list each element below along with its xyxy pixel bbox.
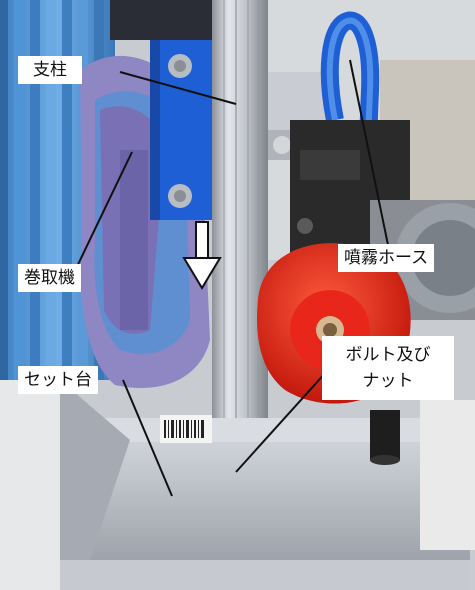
label-spray-hose-text: 噴霧ホース (344, 248, 429, 268)
black-pipe (370, 410, 400, 465)
mounting-bracket (150, 40, 218, 220)
pump-body (290, 120, 475, 320)
label-pillar-text: 支柱 (33, 60, 67, 80)
label-bolt-nut: ボルト及び ナット (322, 336, 454, 400)
label-set-base-text: セット台 (24, 370, 92, 390)
reel-flange (80, 55, 210, 388)
label-spray-hose: 噴霧ホース (338, 244, 435, 272)
down-arrow-icon (182, 221, 222, 290)
label-reel: 巻取機 (18, 264, 81, 292)
label-bolt-nut-line1: ボルト及び (345, 345, 431, 365)
white-tank (420, 400, 475, 550)
leader-lines (71, 59, 389, 497)
label-reel-text: 巻取機 (24, 268, 75, 288)
label-pillar: 支柱 (18, 56, 82, 84)
set-base (0, 380, 470, 590)
fitting-bolt (273, 136, 291, 154)
barcode-sticker (160, 415, 212, 443)
spray-hose-highlight (326, 17, 374, 141)
label-set-base: セット台 (18, 366, 98, 394)
label-bolt-nut-line2: ナット (362, 371, 414, 391)
